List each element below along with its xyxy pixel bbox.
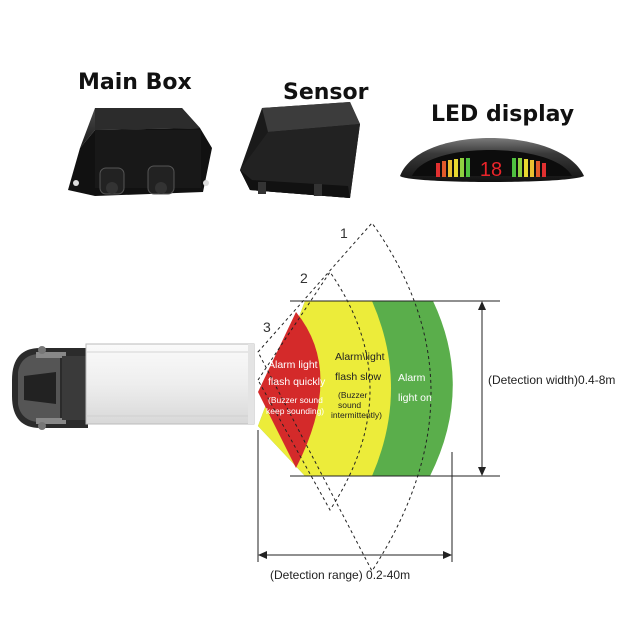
led-value: 18 [480,159,502,181]
zone-marker-2: 2 [300,270,308,286]
yellow-zone-line3: (Buzzer [338,390,367,400]
red-zone [258,312,321,468]
zone-marker-3: 3 [263,319,271,335]
width-dimension [478,301,486,476]
red-zone-line4: keep sounding) [266,406,324,416]
yellow-zone-line4: sound [338,400,361,410]
led-display-label: LED display [431,102,575,127]
detection-range-label: (Detection range) 0.2-40m [270,568,410,582]
main-box-label: Main Box [78,70,192,95]
detection-zones [257,222,500,572]
red-zone-line3: (Buzzer sound [268,395,323,405]
zone-marker-1: 1 [340,225,348,241]
yellow-zone-line5: intermittently) [331,410,382,420]
led-display-image: 18 [400,138,584,182]
arc-1 [257,222,432,572]
led-right-bars [512,158,546,177]
yellow-zone-line1: Alarm\light [335,351,385,363]
green-zone-line1: Alarm [398,372,426,384]
green-zone-line2: light on [398,392,432,404]
truck-image [12,343,255,430]
range-dimension [257,430,453,562]
sensor-label: Sensor [283,80,369,105]
red-zone-line1: Alarm light [268,359,318,371]
detection-width-label: (Detection width)0.4-8m [488,373,615,387]
main-box-image [68,108,212,196]
sensor-image [240,102,360,198]
yellow-zone-line2: flash slow [335,371,382,383]
led-left-bars [436,158,470,177]
red-zone-line2: flash quickly [268,376,326,388]
